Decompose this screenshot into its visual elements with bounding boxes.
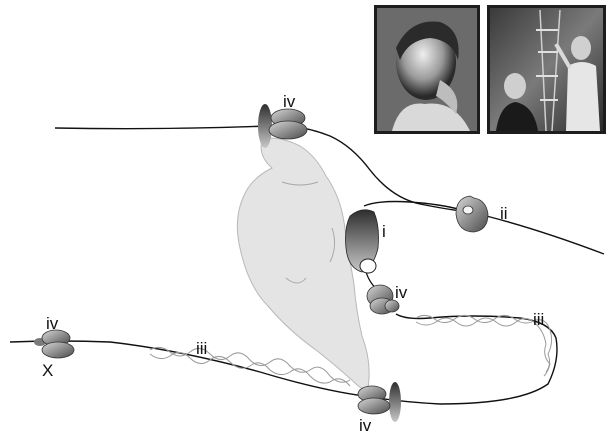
branch-strand <box>363 200 463 211</box>
label-i: i <box>382 222 386 241</box>
protein-iv-bottom <box>357 382 401 422</box>
label-iii-right: iii <box>533 310 544 329</box>
label-iv-middle: iv <box>395 283 408 302</box>
label-iv-bottom: iv <box>359 416 372 432</box>
protein-ii <box>455 195 489 233</box>
label-ii: ii <box>500 204 508 223</box>
helix-segment-lower <box>149 346 351 387</box>
protein-iv-middle <box>366 284 400 315</box>
protein-iv-left <box>34 329 75 359</box>
helix-segment-right <box>415 314 553 377</box>
protein-i <box>345 209 379 274</box>
grey-blob-complex <box>236 137 370 390</box>
label-iii-lower: iii <box>196 339 207 358</box>
label-iv-top: iv <box>283 92 296 111</box>
lower-strand <box>9 313 558 405</box>
photo-portrait-woman <box>374 5 480 134</box>
label-x: X <box>42 361 53 380</box>
label-iv-left: iv <box>46 314 59 333</box>
photo-two-scientists-with-model <box>487 5 606 134</box>
protein-iv-top <box>258 104 308 148</box>
